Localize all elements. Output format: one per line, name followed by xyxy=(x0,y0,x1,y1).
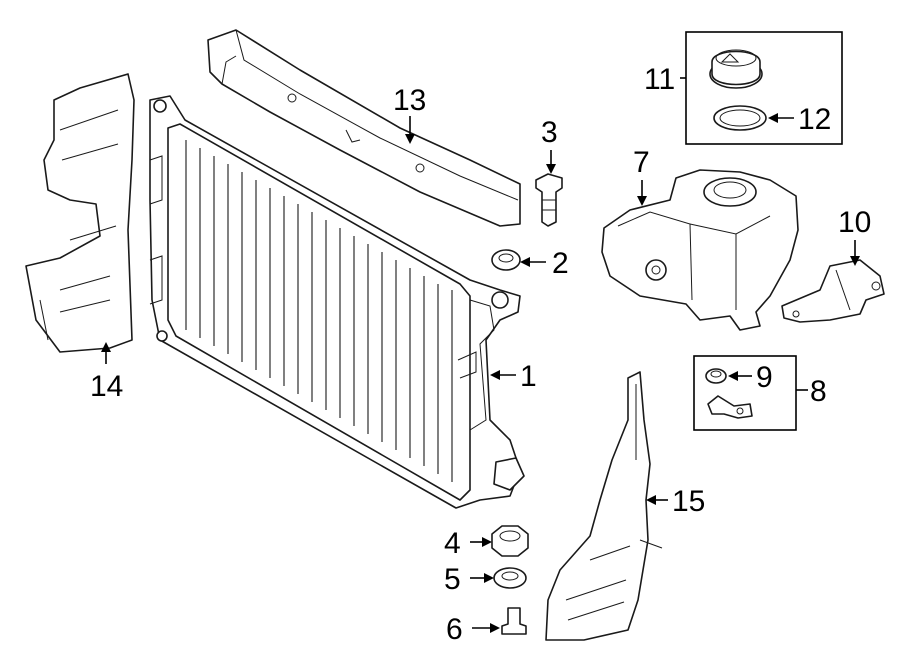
callout-9: 9 xyxy=(756,361,773,394)
cap-group-box xyxy=(685,31,843,145)
callout-13: 13 xyxy=(393,84,426,117)
callout-4: 4 xyxy=(444,527,461,560)
callout-6: 6 xyxy=(446,613,463,646)
part-12-seal xyxy=(713,105,767,131)
part-4-mount xyxy=(491,525,529,557)
part-9-grommet xyxy=(705,368,727,384)
part-2-grommet xyxy=(491,249,521,271)
part-13-upper-deflector xyxy=(207,29,521,227)
callout-11: 11 xyxy=(644,63,675,96)
callout-1: 1 xyxy=(520,360,537,393)
part-10-bracket xyxy=(781,259,885,323)
radiator-fins xyxy=(185,140,453,482)
part-11-cap xyxy=(709,49,763,89)
part-5-grommet xyxy=(493,567,527,589)
callout-numbers: 1 2 3 4 5 6 7 8 9 10 11 12 13 14 15 xyxy=(90,63,871,646)
callout-7: 7 xyxy=(633,146,650,179)
callout-14: 14 xyxy=(90,370,123,403)
callout-leaders xyxy=(101,77,860,633)
callout-10: 10 xyxy=(838,206,871,239)
part-1-radiator xyxy=(149,95,525,509)
part-14-left-air-guide xyxy=(25,73,135,353)
callout-15: 15 xyxy=(672,485,705,518)
part-15-right-air-guide xyxy=(545,371,663,641)
bracket-kit-box xyxy=(693,355,797,431)
callout-5: 5 xyxy=(444,563,461,596)
callout-12: 12 xyxy=(798,103,831,136)
part-3-drain-plug xyxy=(535,173,563,227)
callout-8: 8 xyxy=(810,375,827,408)
callout-2: 2 xyxy=(552,247,569,280)
callout-3: 3 xyxy=(541,116,558,149)
part-7-expansion-tank xyxy=(601,169,799,331)
part-6-bolt xyxy=(501,607,527,635)
part-8-bracket xyxy=(707,395,753,419)
